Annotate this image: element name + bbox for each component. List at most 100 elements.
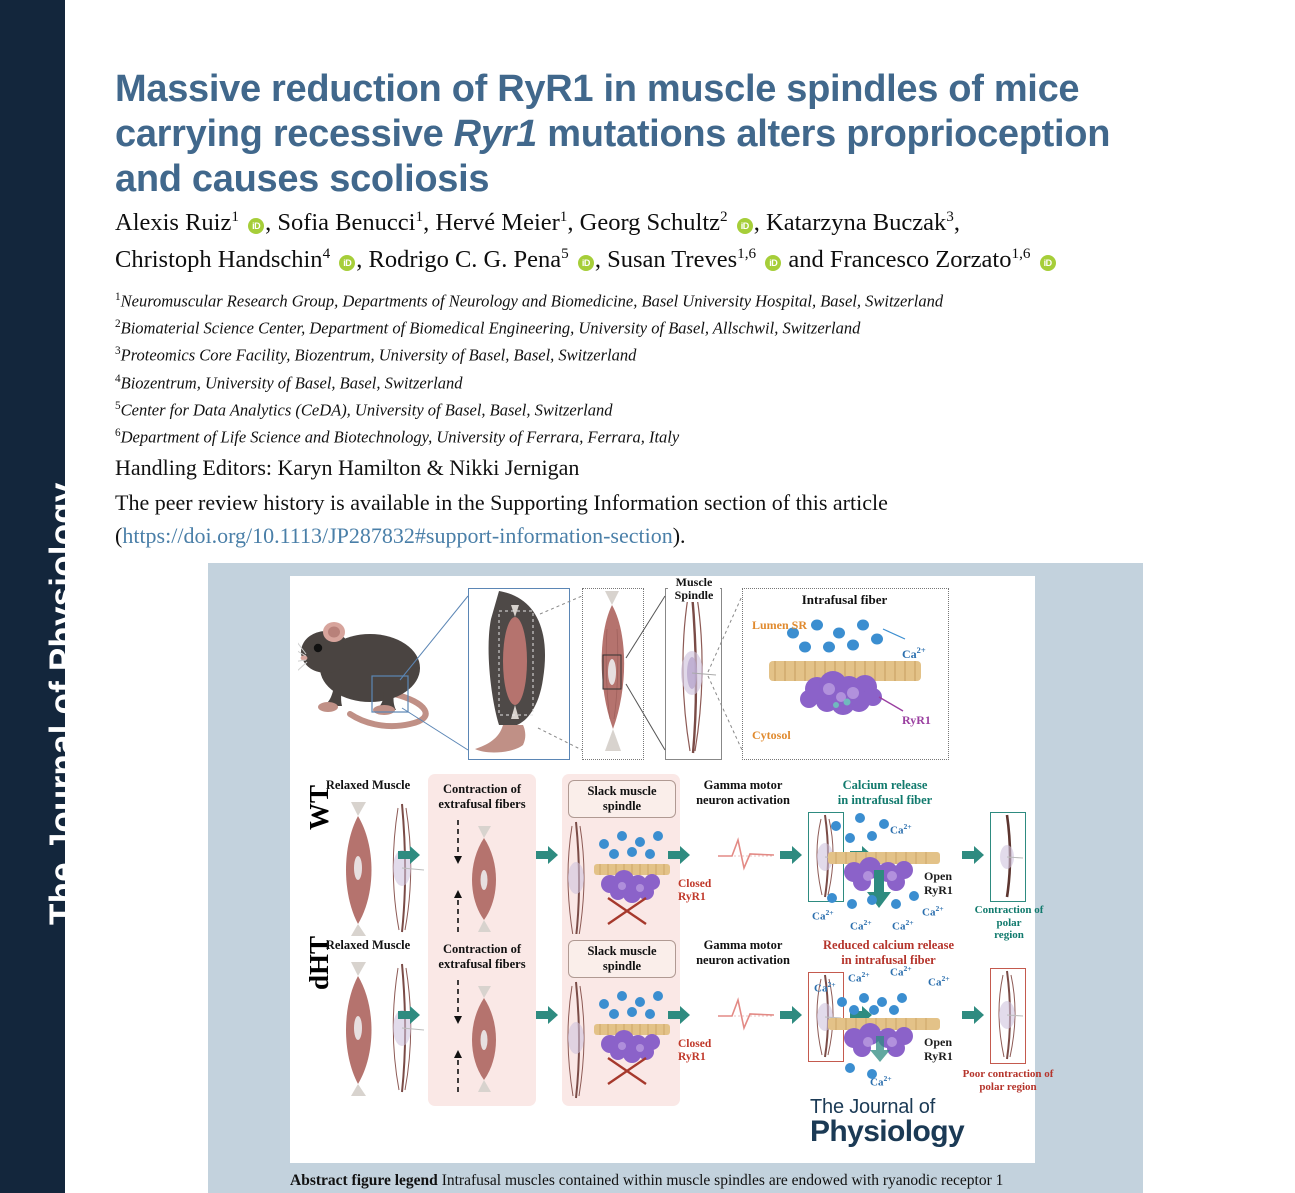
affiliation-item: 6Department of Life Science and Biotechn…	[115, 427, 680, 447]
journal-spine: The Journal of Physiology	[0, 0, 82, 1193]
flow-arrow	[962, 1006, 984, 1024]
affiliation-text: Center for Data Analytics (CeDA), Univer…	[120, 400, 613, 420]
affiliation-item: 1Neuromuscular Research Group, Departmen…	[115, 291, 944, 311]
ca-ion-label: Ca2+	[850, 918, 872, 933]
flow-arrow	[398, 1006, 420, 1024]
peer-review-text: The peer review history is available in …	[115, 490, 888, 515]
reduced-calcium-art-dht	[828, 993, 940, 1079]
action-potential-trace-dht	[718, 997, 774, 1031]
ca-ion-label: Ca2+	[922, 904, 944, 919]
orcid-icon[interactable]: iD	[248, 218, 265, 234]
title-line-1: Massive reduction of RyR1 in muscle spin…	[115, 68, 1080, 111]
extrafusal-muscle-zoom	[582, 588, 644, 760]
author-list: Alexis Ruiz1 iD, Sofia Benucci1, Hervé M…	[115, 205, 1155, 279]
affiliation-item: 2Biomaterial Science Center, Department …	[115, 318, 861, 338]
slack-spindle-art-dht	[567, 981, 670, 1099]
affiliation-text: Department of Life Science and Biotechno…	[120, 427, 680, 447]
spindle-minibox-dht	[808, 972, 844, 1062]
legend-text: Intrafusal muscles contained within musc…	[437, 1172, 1004, 1189]
ca-ion-label: Ca2+	[928, 974, 950, 989]
page-title: Massive reduction of RyR1 in muscle spin…	[115, 67, 1155, 201]
affiliation-item: 5Center for Data Analytics (CeDA), Unive…	[115, 399, 613, 420]
poor-contraction-minibox-dht	[990, 968, 1026, 1064]
title-line-2-prefix: carrying recessive	[115, 113, 454, 156]
ryr1-label: RyR1	[902, 713, 931, 727]
title-line-2-suffix: mutations alters proprioception	[536, 113, 1111, 156]
handling-editors: Handling Editors: Karyn Hamilton & Nikki…	[115, 455, 580, 480]
article-page: Massive reduction of RyR1 in muscle spin…	[65, 0, 1295, 1193]
ca-ion-label: Ca2+	[870, 1074, 892, 1089]
orcid-icon[interactable]: iD	[765, 254, 782, 271]
peer-review-note: The peer review history is available in …	[115, 487, 1165, 552]
muscle-spindle-zoom	[665, 588, 722, 760]
flow-arrow	[398, 846, 420, 864]
flow-arrow	[536, 1006, 558, 1024]
affiliation-list: 1Neuromuscular Research Group, Departmen…	[115, 288, 1165, 451]
affiliation-item: 4Biozentrum, University of Basel, Basel,…	[115, 372, 463, 393]
relaxed-muscle-label-wt: Relaxed Muscle	[325, 778, 411, 792]
affiliation-text: Biomaterial Science Center, Department o…	[120, 318, 861, 338]
ca-ion-label: Ca2+	[814, 980, 836, 995]
intrafusal-fiber-detail	[742, 588, 949, 760]
orcid-icon[interactable]: iD	[577, 254, 594, 271]
affiliation-text: Proteomics Core Facility, Biozentrum, Un…	[120, 345, 637, 365]
mouse-illustration	[298, 590, 458, 750]
flow-arrow	[780, 1006, 802, 1024]
flow-arrow	[962, 846, 984, 864]
mouse-leg-zoom	[468, 588, 570, 760]
relaxed-muscle-label-dht: Relaxed Muscle	[325, 938, 411, 952]
contracted-spindle-minibox-wt	[990, 812, 1026, 902]
doi-link[interactable]: https://doi.org/10.1113/JP287832#support…	[122, 522, 673, 548]
action-potential-trace-wt	[718, 837, 774, 871]
abstract-figure-legend: Abstract figure legend Intrafusal muscle…	[290, 1171, 1130, 1191]
orcid-icon[interactable]: iD	[1039, 254, 1056, 271]
lumen-sr-label: Lumen SR	[752, 618, 808, 632]
author-line-1: Alexis Ruiz1 iD, Sofia Benucci1, Hervé M…	[115, 207, 960, 236]
calcium-release-art-wt	[827, 813, 940, 909]
flow-arrow	[536, 846, 558, 864]
flow-arrow	[668, 846, 690, 864]
title-line-3: and causes scoliosis	[115, 158, 490, 201]
legend-label: Abstract figure legend	[290, 1172, 438, 1189]
flow-arrow	[780, 846, 802, 864]
relaxed-muscle-art-dht	[346, 962, 425, 1096]
flow-row-wt: WT Relaxed Muscle	[290, 772, 1043, 947]
ca-ion-label: Ca2+	[890, 964, 912, 979]
affiliation-text: Neuromuscular Research Group, Department…	[120, 291, 944, 311]
flow-arrow	[668, 1006, 690, 1024]
journal-logo: The Journal of Physiology	[810, 1096, 1025, 1149]
calcium-label: Ca2+	[902, 646, 926, 661]
journal-logo-line-2: Physiology	[810, 1115, 965, 1148]
ca-ion-label: Ca2+	[812, 908, 834, 923]
intrafusal-fiber-title: Intrafusal fiber	[801, 592, 888, 607]
orcid-icon[interactable]: iD	[339, 254, 356, 271]
cytosol-label: Cytosol	[752, 728, 791, 742]
paren-open: (	[115, 522, 123, 548]
journal-logo-line-1: The Journal of	[810, 1096, 936, 1118]
ca-ion-label: Ca2+	[848, 970, 870, 985]
affiliation-item: 3Proteomics Core Facility, Biozentrum, U…	[115, 345, 637, 365]
affiliation-text: Biozentrum, University of Basel, Basel, …	[120, 373, 463, 393]
orcid-icon[interactable]: iD	[736, 218, 753, 234]
ca-ion-label: Ca2+	[890, 822, 912, 837]
title-gene-name: Ryr1	[453, 113, 538, 156]
